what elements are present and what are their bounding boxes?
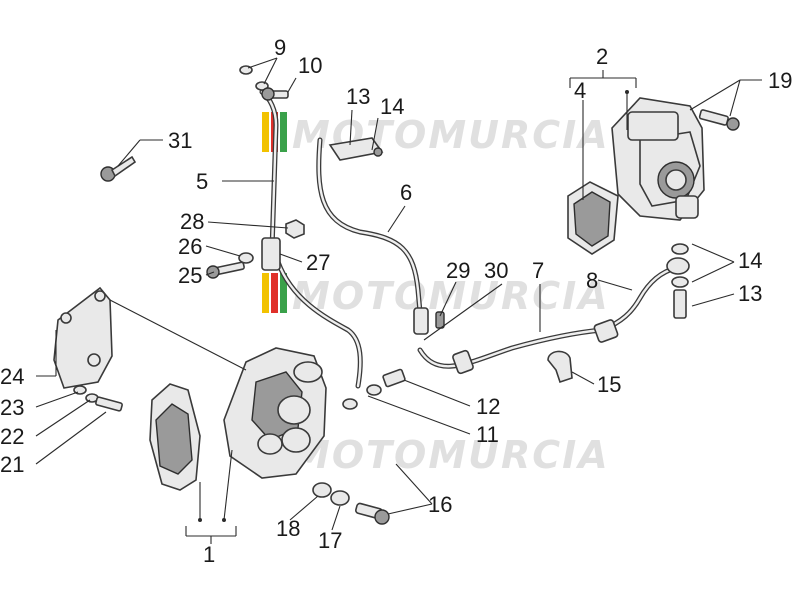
callout-2[interactable]: 2	[596, 44, 608, 69]
callout-31[interactable]: 31	[168, 128, 192, 153]
brake-pads-1	[149, 383, 201, 491]
callout-28[interactable]: 28	[180, 209, 204, 234]
callout-16[interactable]: 16	[428, 492, 452, 517]
brake-hose-6	[316, 137, 423, 315]
hose-fitting	[452, 319, 619, 375]
callout-1[interactable]: 1	[203, 542, 215, 567]
bolt-19	[698, 109, 740, 131]
screw-31	[100, 155, 137, 182]
callout-6[interactable]: 6	[400, 180, 412, 205]
callout-labels: 9 10 31 5 13 14 6 28 26 25 27 29 30 7 8 …	[0, 35, 792, 567]
watermark-bottom: MOTOMURCIA	[262, 432, 610, 477]
bolt-13-right	[673, 289, 687, 319]
bolt-25	[206, 261, 245, 279]
callout-24[interactable]: 24	[0, 364, 24, 389]
callout-5[interactable]: 5	[196, 169, 208, 194]
watermark-stripe-yellow	[262, 273, 269, 313]
clip-15	[547, 350, 573, 384]
callout-8[interactable]: 8	[586, 268, 598, 293]
callout-13-top[interactable]: 13	[346, 84, 370, 109]
bolt-12	[342, 368, 406, 410]
nut-28	[285, 219, 305, 239]
callout-18[interactable]: 18	[276, 516, 300, 541]
bracket-24	[53, 286, 113, 389]
watermark-top: MOTOMURCIA	[262, 112, 608, 157]
clamp-27	[261, 237, 281, 271]
watermark-stripe-yellow	[262, 112, 269, 152]
callout-17[interactable]: 17	[318, 528, 342, 553]
banjo-bolt-10	[261, 87, 289, 101]
washer-9	[239, 65, 269, 91]
brake-hose-7	[417, 327, 605, 369]
watermark-stripe-green	[280, 273, 287, 313]
callout-14-right[interactable]: 14	[738, 248, 762, 273]
callout-15[interactable]: 15	[597, 372, 621, 397]
callout-9[interactable]: 9	[274, 35, 286, 60]
callout-25[interactable]: 25	[178, 263, 202, 288]
washer-26	[238, 252, 254, 264]
callout-26[interactable]: 26	[178, 234, 202, 259]
callout-29[interactable]: 29	[446, 258, 470, 283]
callout-22[interactable]: 22	[0, 424, 24, 449]
callout-30[interactable]: 30	[484, 258, 508, 283]
callout-27[interactable]: 27	[306, 250, 330, 275]
watermark-text: MOTOMURCIA	[292, 433, 610, 477]
bolt-21	[95, 396, 123, 412]
callout-14-top[interactable]: 14	[380, 94, 404, 119]
callout-10[interactable]: 10	[298, 53, 322, 78]
callout-4[interactable]: 4	[574, 78, 586, 103]
brake-pad-4	[567, 181, 619, 255]
callout-19[interactable]: 19	[768, 68, 792, 93]
master-cylinder-2	[611, 97, 705, 221]
watermark-stripe-red	[271, 273, 278, 313]
callout-23[interactable]: 23	[0, 395, 24, 420]
callout-11[interactable]: 11	[476, 422, 499, 447]
callout-12[interactable]: 12	[476, 394, 500, 419]
callout-21[interactable]: 21	[0, 452, 24, 477]
bleed-screw-29-30	[413, 307, 445, 335]
callout-7[interactable]: 7	[532, 258, 544, 283]
washer-18	[312, 482, 332, 498]
leader-lines	[35, 57, 762, 544]
brake-hose-lower	[275, 259, 363, 389]
banjo-fitting-8	[666, 257, 690, 275]
bolt-16	[355, 502, 390, 525]
watermark-stripe-green	[280, 112, 287, 152]
brake-hose-8	[599, 265, 679, 333]
washer-17	[330, 490, 350, 506]
callout-13-right[interactable]: 13	[738, 281, 762, 306]
washer-14-right	[671, 243, 689, 288]
clip-13-14	[328, 137, 384, 161]
brake-caliper	[223, 347, 327, 479]
